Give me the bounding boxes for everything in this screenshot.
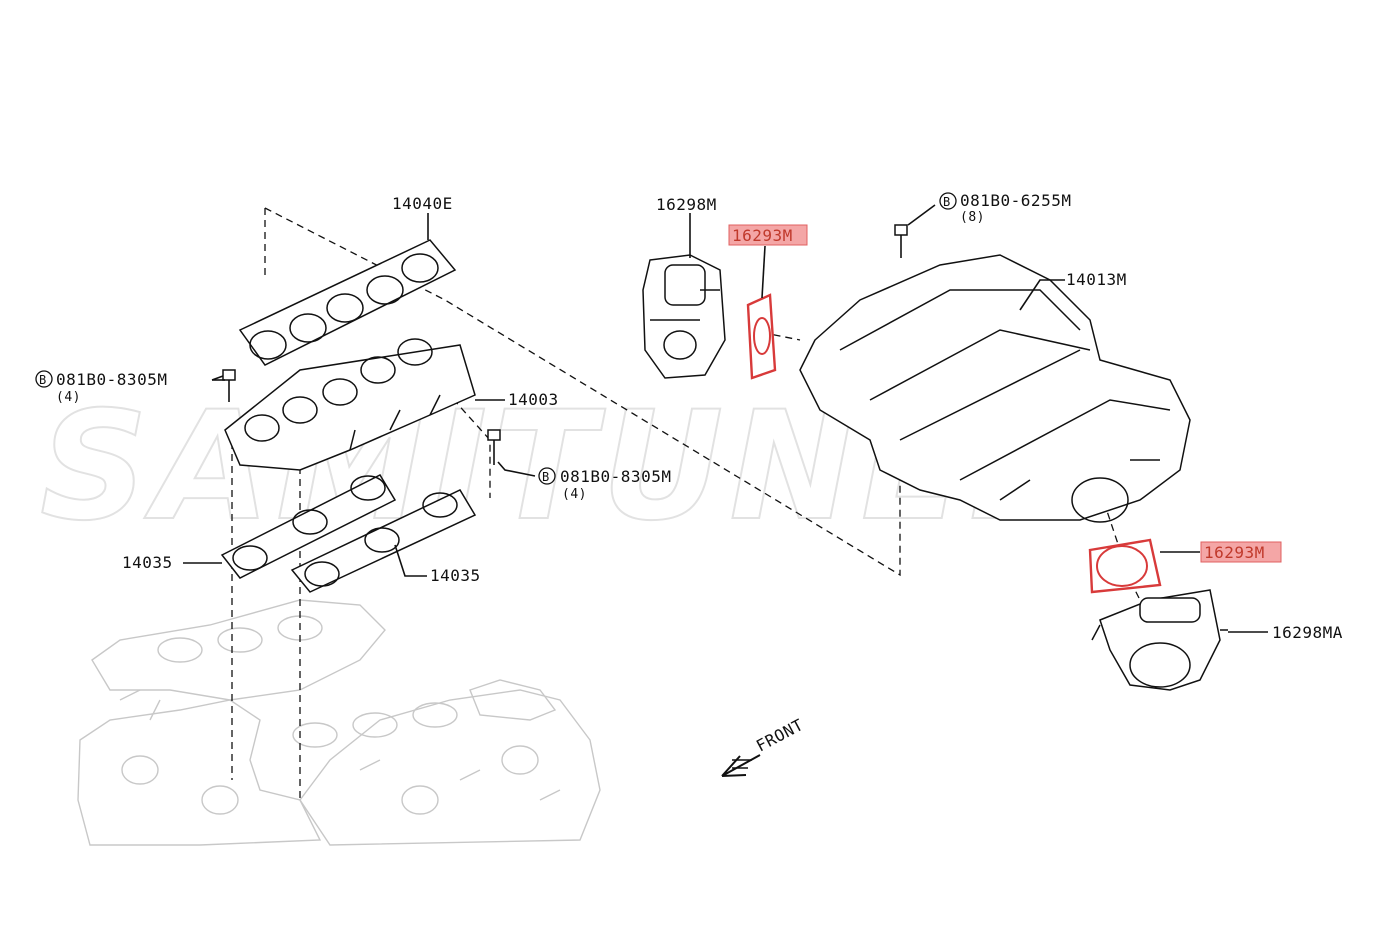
intake-manifold-14013m bbox=[799, 254, 1191, 523]
label-16298m: 16298M bbox=[656, 195, 717, 214]
bolt-badge-left: B bbox=[35, 370, 53, 388]
highlight-box-right bbox=[1200, 541, 1282, 563]
lower-gasket-14035-left bbox=[220, 474, 397, 579]
lower-gasket-14035-right bbox=[290, 489, 477, 593]
label-14040e: 14040E bbox=[392, 194, 453, 213]
label-14013m: 14013M bbox=[1066, 270, 1127, 289]
bolt-badge-mid: B bbox=[538, 467, 556, 485]
leader-lines bbox=[183, 213, 1268, 633]
label-16293m-right: 16293M bbox=[1204, 543, 1265, 562]
label-14035-left: 14035 bbox=[122, 553, 173, 572]
label-14003: 14003 bbox=[508, 390, 559, 409]
label-bolt-mid-qty: (4) bbox=[562, 487, 587, 502]
bolt-badge-top-letter: B bbox=[943, 195, 951, 209]
label-front: FRONT bbox=[753, 715, 807, 756]
bolt-badge-top: B bbox=[939, 192, 957, 210]
label-bolt-left-qty: (4) bbox=[56, 390, 81, 405]
label-bolt-left: 081B0-8305M bbox=[56, 370, 167, 389]
engine-block bbox=[77, 599, 601, 846]
front-arrow bbox=[721, 754, 761, 777]
bolt-badge-left-letter: B bbox=[39, 373, 47, 387]
label-14035-right: 14035 bbox=[430, 566, 481, 585]
bolt-mid bbox=[487, 429, 501, 465]
upper-gasket-14040e bbox=[238, 239, 457, 366]
bolt-top bbox=[894, 204, 936, 258]
label-16298ma: 16298MA bbox=[1272, 623, 1343, 642]
label-bolt-top: 081B0-6255M bbox=[960, 191, 1071, 210]
collector-14003 bbox=[224, 338, 476, 471]
label-bolt-mid: 081B0-8305M bbox=[560, 467, 671, 486]
throttle-body-16298ma bbox=[1091, 589, 1228, 691]
label-bolt-top-qty: (8) bbox=[960, 210, 985, 225]
label-16293m-top: 16293M bbox=[732, 226, 793, 245]
gasket-16293m-top bbox=[746, 293, 777, 380]
throttle-body-16298m bbox=[642, 254, 726, 379]
gasket-16293m-right bbox=[1088, 538, 1162, 594]
highlight-box-top bbox=[728, 224, 808, 246]
reference-lines bbox=[231, 207, 1141, 800]
bolt-badge-mid-letter: B bbox=[542, 470, 550, 484]
